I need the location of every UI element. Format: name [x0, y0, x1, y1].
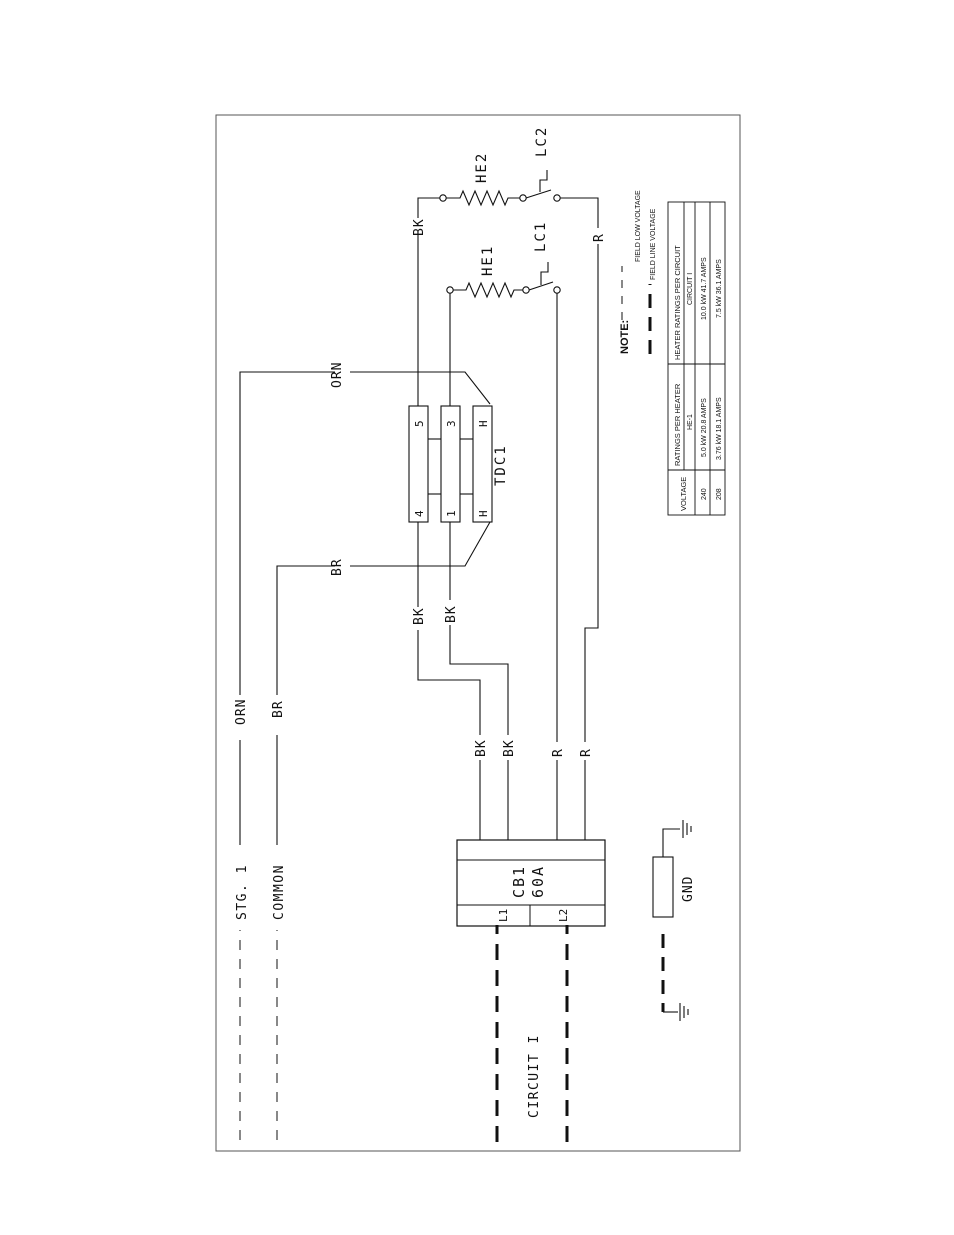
relay-pin-4: 4 [413, 510, 426, 517]
limit-lc2-label: LC2 [534, 126, 550, 157]
breaker-rating: 60A [529, 865, 547, 898]
note-line-voltage: FIELD LINE VOLTAGE [650, 208, 657, 280]
relay-pin-3: 3 [445, 420, 458, 427]
stg1-label: STG. 1 [235, 864, 250, 920]
breaker-terminal-l2: L2 [557, 909, 570, 922]
heater-he1 [447, 283, 529, 297]
relay-pin-h-right: H [477, 420, 490, 427]
relay-pin-1: 1 [445, 510, 458, 517]
table-row-1-per-circuit: 10.0 kW 41.7 AMPS [701, 257, 708, 320]
limit-switch-lc2 [526, 170, 560, 201]
table-row-1-voltage: 240 [701, 488, 708, 500]
heater-he1-label: HE1 [480, 245, 496, 276]
table-header-per-circuit: HEATER RATINGS PER CIRCUIT [673, 245, 682, 360]
heater-he2 [440, 191, 526, 205]
table-sub-heater: HE-1 [687, 414, 694, 430]
bk-label-tdc-2: BK [444, 605, 459, 623]
table-header-voltage: VOLTAGE [679, 477, 688, 511]
table-row-1-per-heater: 5.0 kW 20.8 AMPS [701, 398, 708, 457]
br-wire [277, 522, 490, 845]
bk-label-tdc-1: BK [412, 607, 427, 625]
breaker-terminal-l1: L1 [497, 909, 510, 922]
relay-name: TDC1 [493, 444, 509, 486]
table-row-2-per-circuit: 7.5 kW 36.1 AMPS [716, 259, 723, 318]
common-label: COMMON [272, 864, 287, 920]
bk-label-cb-2: BK [502, 739, 517, 757]
r-label-lc2: R [592, 233, 607, 242]
bk-wire-1 [418, 198, 480, 840]
breaker-name: CB1 [510, 865, 528, 898]
orn-label-upper: ORN [330, 362, 345, 388]
relay-pin-h-left: H [477, 510, 490, 517]
circuit-label: CIRCUIT I [527, 1034, 542, 1118]
br-label-upper: BR [330, 558, 345, 576]
note-title: NOTE: [619, 320, 631, 354]
r-label-cb-2: R [579, 748, 594, 757]
note-low-voltage: FIELD LOW VOLTAGE [635, 190, 642, 262]
relay-pin-5: 5 [413, 420, 426, 427]
limit-lc1-label: LC1 [533, 221, 549, 252]
r-label-cb-1: R [551, 748, 566, 757]
bk-label-he2: BK [412, 218, 427, 236]
table-row-2-per-heater: 3.76 kW 18.1 AMPS [716, 397, 723, 460]
heater-he2-label: HE2 [474, 152, 490, 183]
table-row-2-voltage: 208 [716, 488, 723, 500]
table-sub-circuit: CIRCUIT I [687, 273, 694, 305]
r-wire-2 [557, 198, 598, 840]
bk-label-cb-1: BK [474, 739, 489, 757]
br-label-lower: BR [271, 700, 286, 718]
orn-label-lower: ORN [234, 699, 249, 725]
drawing-border [216, 115, 740, 1151]
table-header-per-heater: RATINGS PER HEATER [673, 383, 682, 466]
ground-symbol [653, 820, 691, 1021]
ground-label: GND [681, 876, 696, 902]
limit-switch-lc1 [529, 262, 560, 293]
